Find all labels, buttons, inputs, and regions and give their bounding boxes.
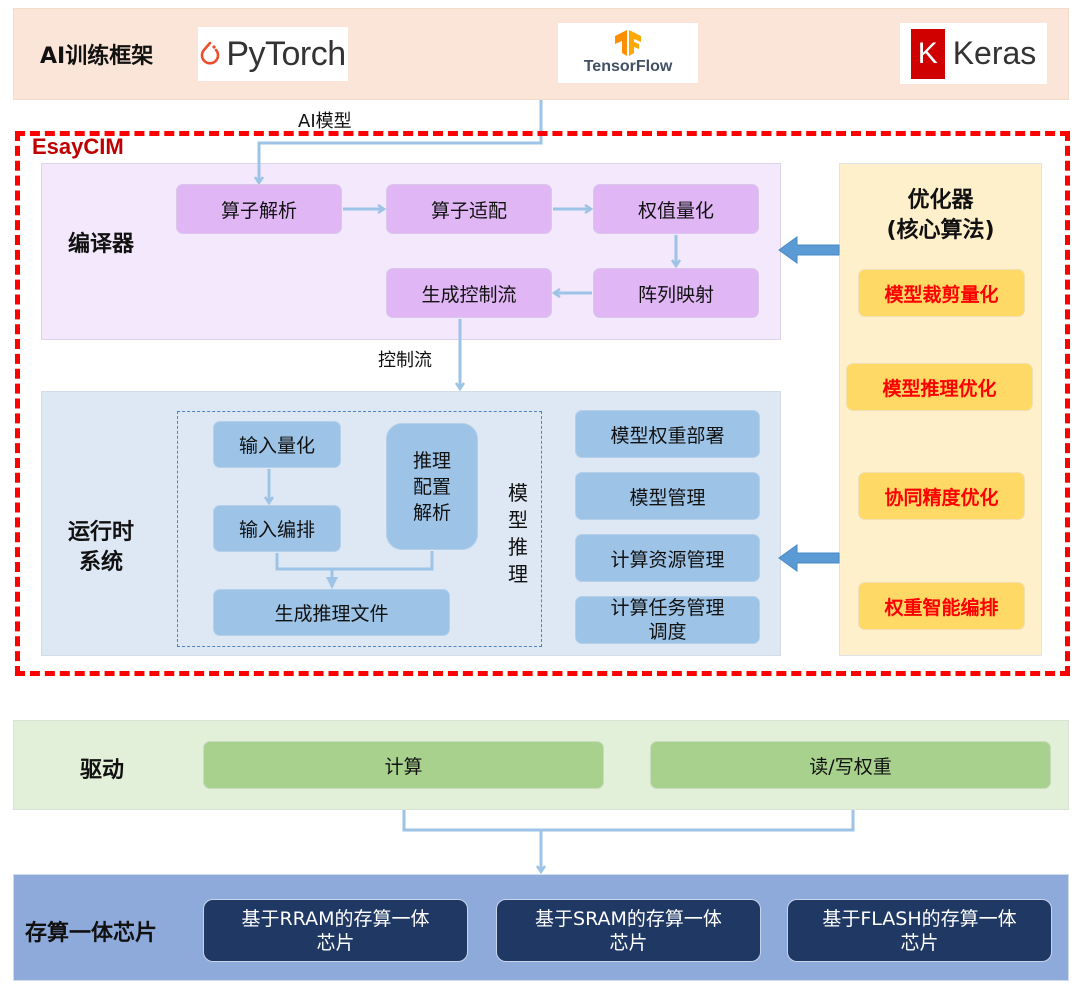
- model-inference-label: 模 型 推 理: [505, 480, 531, 588]
- config-line: 配置: [412, 475, 451, 498]
- chip-sram[interactable]: 基于SRAM的存算一体 芯片: [496, 899, 761, 962]
- runtime-title-line1: 运行时: [68, 520, 135, 545]
- chip-line1: 基于FLASH的存算一体: [822, 907, 1017, 930]
- keras-logo-text: Keras: [952, 35, 1037, 71]
- step-array-mapping[interactable]: 阵列映射: [593, 268, 759, 318]
- input-arrange[interactable]: 输入编排: [213, 505, 341, 552]
- step-operator-adapt[interactable]: 算子适配: [386, 184, 552, 234]
- inference-config-parse[interactable]: 推理 配置 解析: [386, 423, 478, 550]
- step-generate-control-flow[interactable]: 生成控制流: [386, 268, 552, 318]
- optimizer-title: 优化器 (核心算法): [839, 186, 1042, 246]
- model-management[interactable]: 模型管理: [575, 472, 760, 520]
- step-weight-quantize[interactable]: 权值量化: [593, 184, 759, 234]
- opt-model-inference-optimize[interactable]: 模型推理优化: [846, 363, 1033, 411]
- cim-chip-title: 存算一体芯片: [25, 921, 158, 946]
- chip-line2: 芯片: [900, 931, 939, 954]
- config-line: 推理: [412, 449, 451, 472]
- optimizer-title-line2: (核心算法): [886, 218, 995, 243]
- ai-model-label: AI模型: [298, 111, 352, 132]
- opt-weight-smart-arrange[interactable]: 权重智能编排: [858, 582, 1025, 630]
- ai-framework-title: AI训练框架: [40, 44, 154, 69]
- input-quantize[interactable]: 输入量化: [213, 421, 341, 468]
- runtime-title: 运行时 系统: [68, 518, 134, 578]
- tensorflow-logo-text: TensorFlow: [583, 58, 673, 75]
- pytorch-logo: PyTorch: [198, 27, 348, 81]
- chip-line2: 芯片: [316, 931, 355, 954]
- optimizer-title-line1: 优化器: [907, 188, 974, 213]
- chip-line1: 基于SRAM的存算一体: [535, 907, 722, 930]
- task-line2: 调度: [648, 621, 687, 643]
- label-char: 型: [508, 508, 528, 532]
- pytorch-logo-text: PyTorch: [226, 34, 346, 73]
- compiler-title: 编译器: [68, 232, 135, 257]
- label-char: 推: [508, 535, 528, 559]
- easycim-boundary: [15, 131, 1070, 676]
- step-operator-parse[interactable]: 算子解析: [176, 184, 342, 234]
- compute-resource-management[interactable]: 计算资源管理: [575, 534, 760, 582]
- driver-title: 驱动: [80, 758, 125, 783]
- tensorflow-tf-icon: [613, 30, 643, 56]
- control-flow-label: 控制流: [378, 350, 432, 371]
- chip-line2: 芯片: [609, 931, 648, 954]
- generate-inference-file[interactable]: 生成推理文件: [213, 589, 450, 636]
- driver-compute[interactable]: 计算: [203, 741, 604, 789]
- ai-framework-band: [13, 8, 1069, 100]
- config-line: 解析: [412, 501, 451, 524]
- chip-flash[interactable]: 基于FLASH的存算一体 芯片: [787, 899, 1052, 962]
- tensorflow-logo: TensorFlow: [558, 23, 698, 83]
- pytorch-flame-icon: [200, 39, 220, 69]
- chip-line1: 基于RRAM的存算一体: [241, 907, 430, 930]
- runtime-title-line2: 系统: [79, 550, 124, 575]
- task-line1: 计算任务管理: [610, 597, 725, 619]
- label-char: 模: [508, 481, 528, 505]
- chip-rram[interactable]: 基于RRAM的存算一体 芯片: [203, 899, 468, 962]
- compute-task-scheduling[interactable]: 计算任务管理 调度: [575, 596, 760, 644]
- label-char: 理: [508, 562, 528, 586]
- keras-k-icon: K: [910, 28, 945, 79]
- model-weight-deploy[interactable]: 模型权重部署: [575, 410, 760, 458]
- model-inference-group: [177, 411, 542, 647]
- easycim-label: EsayCIM: [32, 134, 124, 159]
- opt-model-prune-quantize[interactable]: 模型裁剪量化: [858, 269, 1025, 317]
- opt-collaborative-precision[interactable]: 协同精度优化: [858, 472, 1025, 520]
- driver-read-write-weights[interactable]: 读/写权重: [650, 741, 1051, 789]
- keras-logo: K Keras: [900, 23, 1047, 84]
